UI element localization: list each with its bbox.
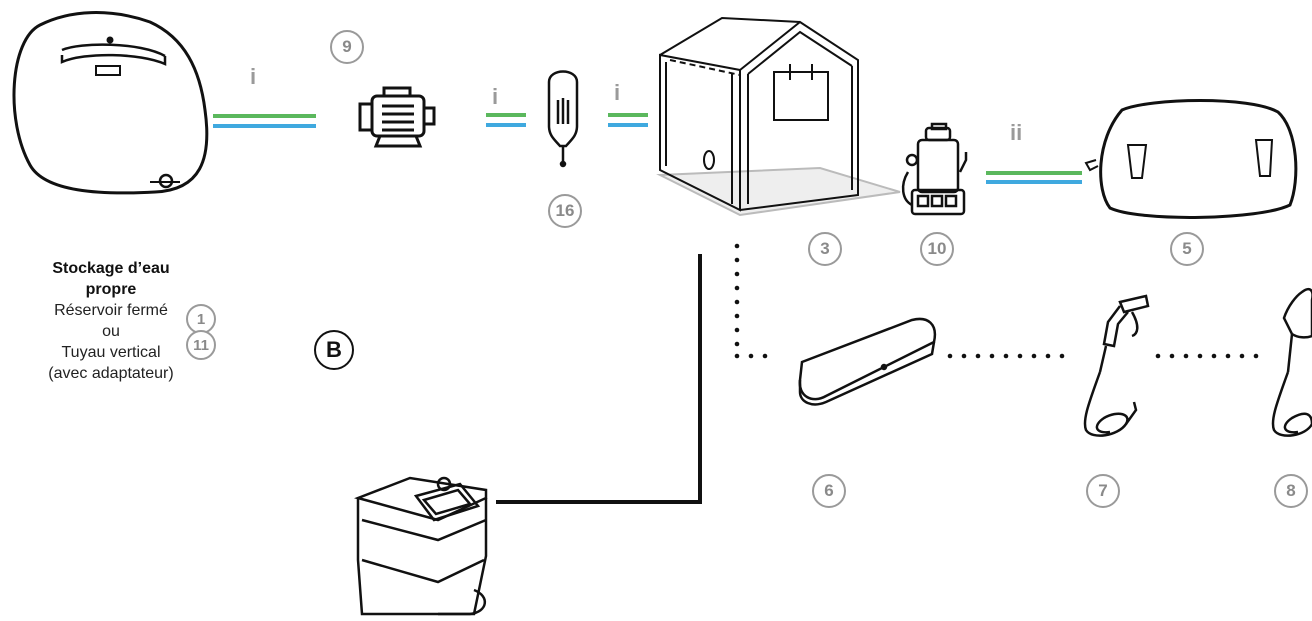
badge-3: 3	[808, 232, 842, 266]
cushion-icon	[798, 317, 937, 406]
hose-line-4	[986, 171, 1082, 184]
badge-5: 5	[1170, 232, 1204, 266]
bladder-tank-icon	[1084, 99, 1298, 219]
badge-7: 7	[1086, 474, 1120, 508]
hose-line-3	[608, 113, 648, 127]
pump-motor-icon	[358, 86, 436, 148]
legend-option-1-label: Réservoir fermé	[54, 302, 168, 319]
badge-b: B	[314, 330, 354, 370]
badge-9: 9	[330, 30, 364, 64]
badge-6: 6	[812, 474, 846, 508]
dotted-connector	[734, 243, 1259, 359]
badge-16: 16	[548, 194, 582, 228]
water-tank-icon	[12, 11, 209, 195]
hose-line-2	[486, 113, 526, 127]
filter-icon	[547, 70, 579, 168]
legend-or: ou	[0, 321, 222, 342]
legend-or-label: ou	[102, 323, 120, 340]
legend-option-2-label: Tuyau vertical	[61, 344, 161, 361]
line-label-i-3: i	[614, 80, 621, 105]
badge-1: 1	[186, 304, 216, 334]
legend-title-1: Stockage d’eau	[52, 260, 170, 277]
legend-title-2: propre	[85, 281, 137, 298]
line-label-ii: ii	[1010, 120, 1023, 145]
solid-connector	[496, 254, 702, 504]
legend-option-2a: Tuyau vertical	[0, 342, 222, 363]
hose-line-1	[213, 114, 316, 128]
badge-10: 10	[920, 232, 954, 266]
spray-gun-icon	[1083, 294, 1150, 437]
badge-11: 11	[186, 330, 216, 360]
sprayer-pump-icon	[901, 122, 968, 216]
legend-option-2b: (avec adaptateur)	[0, 363, 222, 384]
line-label-i-1: i	[250, 64, 257, 89]
badge-8: 8	[1274, 474, 1308, 508]
legend-option-1: Réservoir fermé	[0, 300, 222, 321]
shower-wand-icon	[1271, 288, 1312, 437]
legend-option-2-sub: (avec adaptateur)	[48, 365, 174, 382]
wash-station-icon	[354, 476, 488, 616]
legend: Stockage d’eau propre Réservoir fermé ou…	[0, 258, 222, 384]
inflatable-tent-icon	[656, 16, 901, 217]
line-label-i-2: i	[492, 84, 499, 109]
